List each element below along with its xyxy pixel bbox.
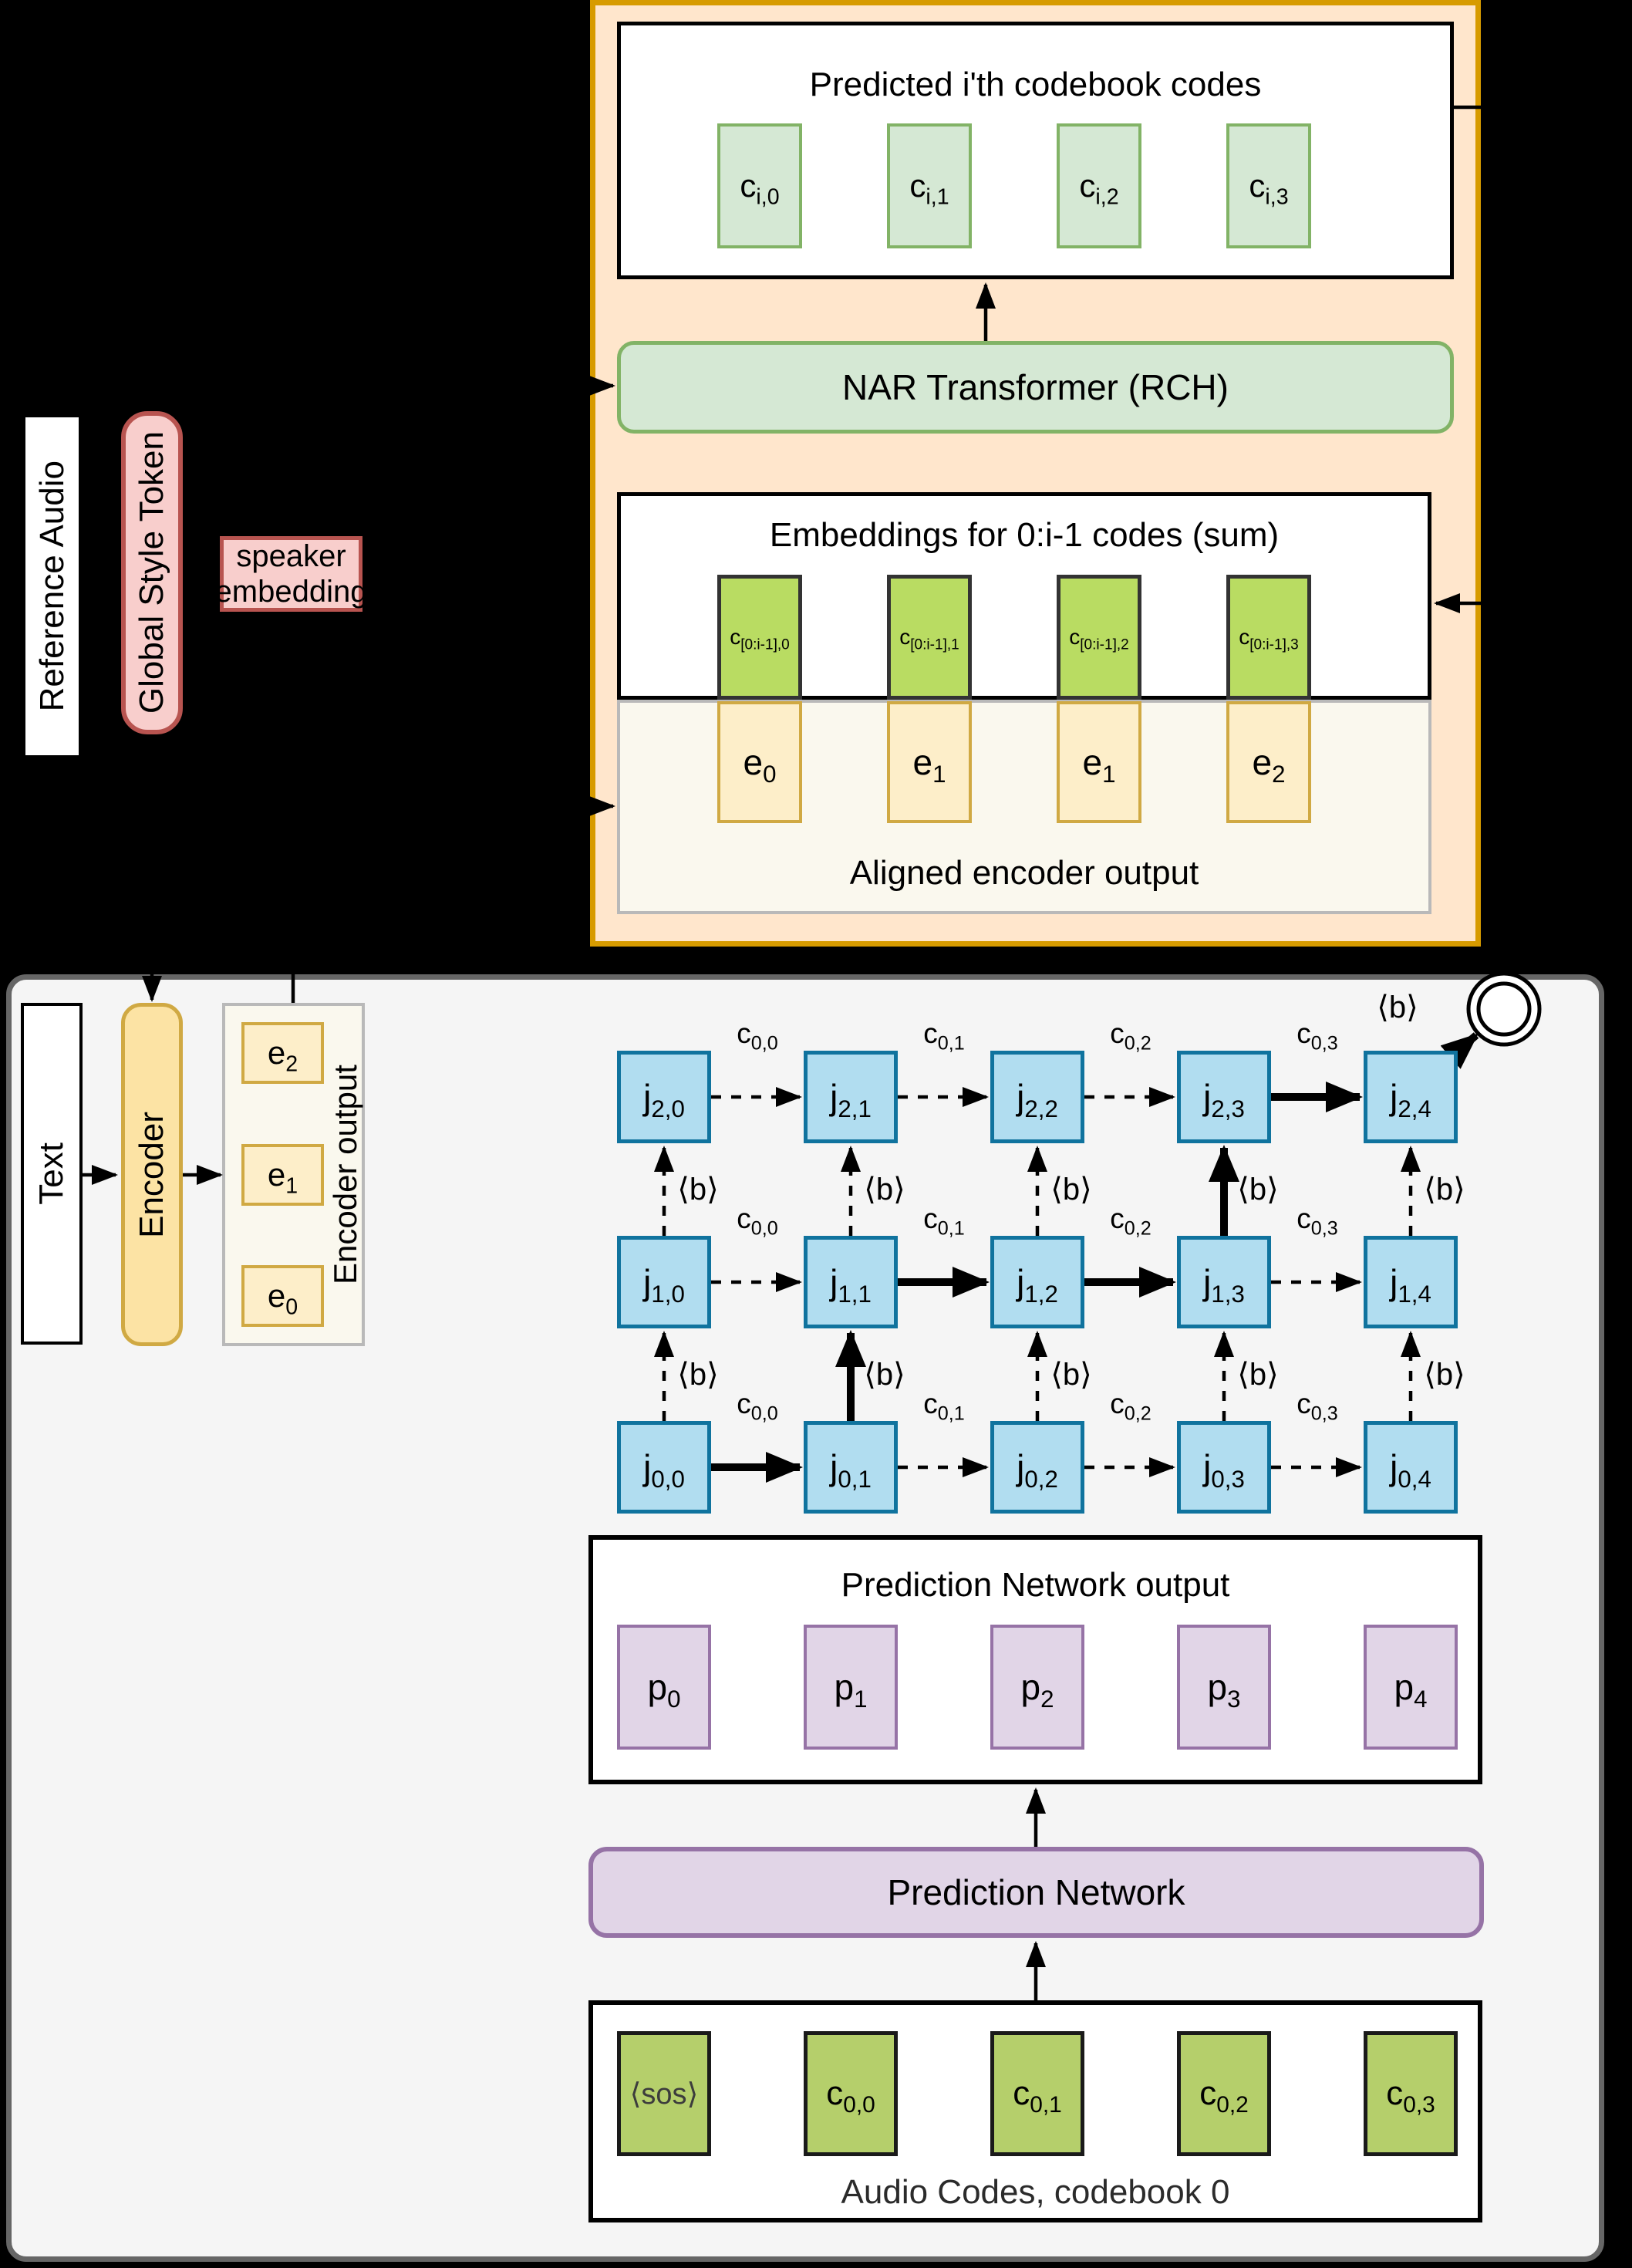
blank-edge-label: ⟨b⟩ <box>1424 1173 1465 1207</box>
code-edge-label: c0,1 <box>923 1203 965 1240</box>
lattice-node: j1,0 <box>617 1236 711 1328</box>
lattice-node: j2,0 <box>617 1051 711 1143</box>
blank-edge-label: ⟨b⟩ <box>1237 1358 1279 1392</box>
lattice-node: j1,4 <box>1364 1236 1458 1328</box>
lattice-node: j1,2 <box>990 1236 1084 1328</box>
audio-code-cell: c0,1 <box>990 2031 1084 2156</box>
predicted-code-cell: ci,3 <box>1226 123 1311 248</box>
blank-edge-label: ⟨b⟩ <box>1050 1358 1092 1392</box>
lattice-node: j2,3 <box>1177 1051 1271 1143</box>
code-edge-label: c0,2 <box>1110 1388 1152 1425</box>
text-label: Text <box>32 1142 70 1205</box>
lattice-node: j0,3 <box>1177 1421 1271 1514</box>
lattice-node: j0,2 <box>990 1421 1084 1514</box>
lattice-node: j1,3 <box>1177 1236 1271 1328</box>
aligned-encoder-cell: e0 <box>717 701 802 823</box>
lattice-node: j2,2 <box>990 1051 1084 1143</box>
reference-audio-box: Reference Audio <box>22 414 82 758</box>
predicted-codes-title: Predicted i'th codebook codes <box>809 66 1262 103</box>
code-edge-label: c0,2 <box>1110 1018 1152 1055</box>
aligned-encoder-output-title: Aligned encoder output <box>849 854 1199 892</box>
final-blank-edge-label: ⟨b⟩ <box>1377 991 1418 1024</box>
embedding-code-cell: c[0:i-1],0 <box>717 575 802 700</box>
edge <box>291 796 615 1003</box>
code-edge-label: c0,0 <box>737 1018 778 1055</box>
lattice-node: j1,1 <box>804 1236 898 1328</box>
lattice-node: j2,1 <box>804 1051 898 1143</box>
blank-edge-label: ⟨b⟩ <box>1237 1173 1279 1207</box>
speaker-embedding-label: speaker embedding <box>214 539 368 609</box>
audio-code-cell: ⟨sos⟩ <box>617 2031 711 2156</box>
global-style-token-label: Global Style Token <box>133 431 170 714</box>
predicted-code-cell: ci,1 <box>887 123 972 248</box>
edge <box>362 376 615 576</box>
text-box: Text <box>21 1003 83 1345</box>
code-edge-label: c0,1 <box>923 1388 965 1425</box>
blank-edge-label: ⟨b⟩ <box>864 1173 905 1207</box>
audio-codes-title: Audio Codes, codebook 0 <box>841 2173 1230 2211</box>
blank-edge-label: ⟨b⟩ <box>1050 1173 1092 1207</box>
code-edge-label: c0,3 <box>1296 1388 1338 1425</box>
speaker-embedding-box: speaker embedding <box>215 536 367 612</box>
code-edge-label: c0,2 <box>1110 1203 1152 1240</box>
encoder-output-cell: e0 <box>241 1265 324 1327</box>
embedding-code-cell: c[0:i-1],1 <box>887 575 972 700</box>
prediction-output-cell: p3 <box>1177 1625 1271 1750</box>
audio-code-cell: c0,0 <box>804 2031 898 2156</box>
encoder-box: Encoder <box>121 1003 183 1346</box>
code-edge-label: c0,3 <box>1296 1018 1338 1055</box>
aligned-encoder-cell: e1 <box>887 701 972 823</box>
audio-code-cell: c0,3 <box>1364 2031 1458 2156</box>
aligned-encoder-cell: e2 <box>1226 701 1311 823</box>
predicted-code-cell: ci,0 <box>717 123 802 248</box>
code-edge-label: c0,0 <box>737 1388 778 1425</box>
blank-edge-label: ⟨b⟩ <box>677 1358 719 1392</box>
nar-transformer-label: NAR Transformer (RCH) <box>842 367 1229 407</box>
encoder-output-label: Encoder output <box>327 1065 363 1284</box>
code-edge-label: c0,1 <box>923 1018 965 1055</box>
blank-edge-label: ⟨b⟩ <box>677 1173 719 1207</box>
prediction-output-cell: p1 <box>804 1625 898 1750</box>
predicted-code-cell: ci,2 <box>1057 123 1141 248</box>
lattice-node: j0,1 <box>804 1421 898 1514</box>
prediction-network-box: Prediction Network <box>588 1847 1484 1938</box>
embedding-code-cell: c[0:i-1],3 <box>1226 575 1311 700</box>
prediction-output-cell: p0 <box>617 1625 711 1750</box>
nar-transformer-box: NAR Transformer (RCH) <box>617 341 1454 434</box>
blank-edge-label: ⟨b⟩ <box>864 1358 905 1392</box>
lattice-node: j2,4 <box>1364 1051 1458 1143</box>
prediction-output-title: Prediction Network output <box>841 1566 1230 1604</box>
global-style-token-box: Global Style Token <box>121 411 183 734</box>
encoder-output-cell: e2 <box>241 1022 324 1084</box>
encoder-output-cell: e1 <box>241 1144 324 1206</box>
reference-audio-label: Reference Audio <box>32 461 71 712</box>
blank-edge-label: ⟨b⟩ <box>1424 1358 1465 1392</box>
prediction-network-label: Prediction Network <box>887 1872 1185 1912</box>
lattice-node: j0,4 <box>1364 1421 1458 1514</box>
prediction-output-cell: p2 <box>990 1625 1084 1750</box>
lattice-node: j0,0 <box>617 1421 711 1514</box>
embedding-code-cell: c[0:i-1],2 <box>1057 575 1141 700</box>
audio-code-cell: c0,2 <box>1177 2031 1271 2156</box>
aligned-encoder-cell: e1 <box>1057 701 1141 823</box>
code-edge-label: c0,3 <box>1296 1203 1338 1240</box>
code-edge-label: c0,0 <box>737 1203 778 1240</box>
embeddings-title: Embeddings for 0:i-1 codes (sum) <box>769 516 1280 554</box>
encoder-label: Encoder <box>133 1111 170 1238</box>
prediction-output-cell: p4 <box>1364 1625 1458 1750</box>
